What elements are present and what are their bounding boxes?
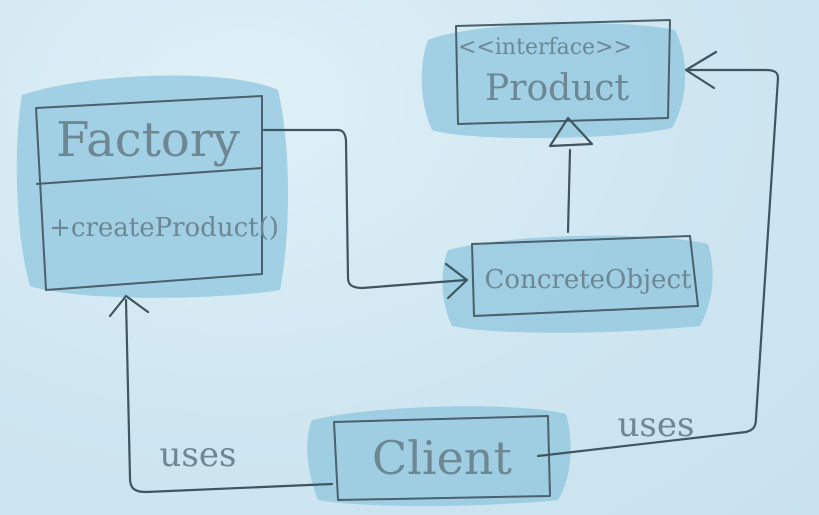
concrete-object-name: ConcreteObject bbox=[485, 265, 692, 295]
product-box bbox=[455, 19, 671, 125]
concrete-object-node[interactable]: ConcreteObject bbox=[442, 235, 713, 333]
edge-factory-to-concrete-line bbox=[262, 128, 468, 290]
product-name: Product bbox=[485, 68, 629, 109]
factory-method: +createProduct() bbox=[49, 213, 279, 243]
product-node[interactable]: <<interface>> Product bbox=[421, 19, 686, 139]
client-name: Client bbox=[372, 431, 512, 485]
edge-client-to-product-label: uses bbox=[618, 405, 695, 445]
factory-name: Factory bbox=[56, 112, 240, 168]
edge-client-to-factory-line bbox=[124, 298, 334, 494]
open-arrowhead-icon bbox=[108, 294, 150, 318]
edge-factory-to-concrete bbox=[262, 128, 469, 300]
factory-wash bbox=[16, 75, 288, 298]
edge-client-to-factory: uses bbox=[108, 294, 334, 494]
edge-client-to-product-line bbox=[536, 68, 780, 458]
client-wash bbox=[307, 406, 571, 506]
factory-box bbox=[35, 95, 263, 291]
factory-divider bbox=[35, 167, 263, 185]
edge-client-to-product: uses bbox=[536, 50, 780, 458]
factory-node[interactable]: Factory +createProduct() bbox=[16, 75, 288, 298]
edge-concrete-to-product-line bbox=[566, 148, 572, 234]
product-stereotype: <<interface>> bbox=[458, 35, 632, 60]
edge-client-to-factory-label: uses bbox=[160, 435, 237, 475]
edge-concrete-to-product bbox=[548, 116, 594, 234]
open-arrowhead-icon bbox=[444, 262, 469, 300]
open-arrowhead-icon bbox=[684, 50, 718, 90]
client-node[interactable]: Client bbox=[307, 406, 571, 506]
concrete-object-box bbox=[471, 235, 699, 317]
client-box bbox=[333, 415, 551, 501]
hollow-triangle-icon bbox=[548, 116, 594, 148]
product-wash bbox=[421, 23, 686, 139]
